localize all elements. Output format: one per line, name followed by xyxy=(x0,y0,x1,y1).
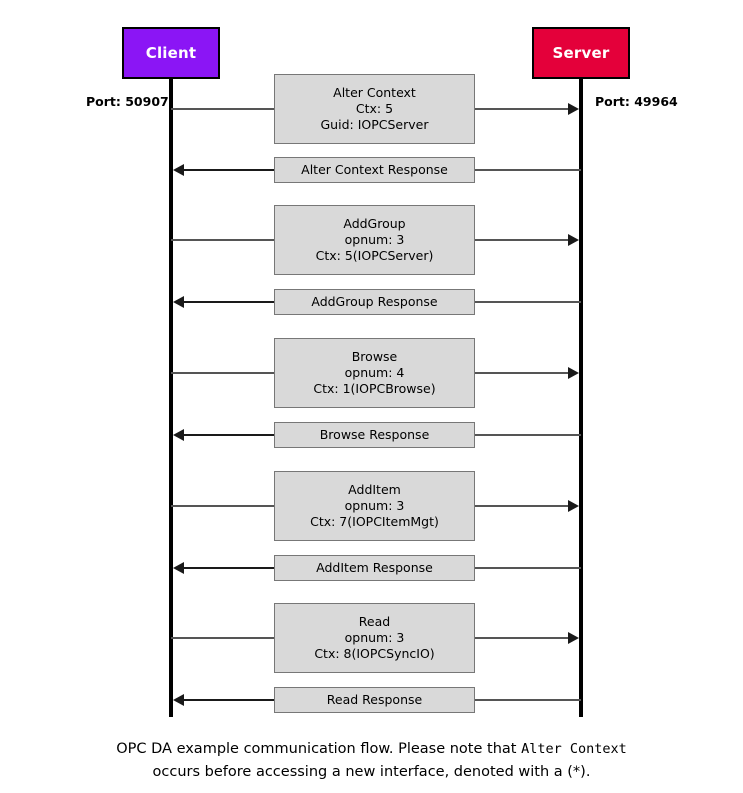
message-text-alter-context-response-0: Alter Context Response xyxy=(301,162,448,177)
message-text-read-response-0: Read Response xyxy=(326,692,423,707)
message-wire-left-read xyxy=(171,637,274,639)
message-wire-right-addgroup-response xyxy=(475,301,581,303)
message-text-additem-2: Ctx: 7(IOPCItemMgt) xyxy=(310,514,439,529)
message-wire-left-alter-context-response xyxy=(182,169,274,171)
message-text-browse-1: opnum: 4 xyxy=(344,365,405,380)
message-wire-right-browse-response xyxy=(475,434,581,436)
port-label-client: Port: 50907 xyxy=(86,94,169,109)
message-text-alter-context-0: Alter Context xyxy=(333,85,416,100)
message-wire-right-additem-response xyxy=(475,567,581,569)
caption-mono-term: Alter Context xyxy=(521,741,627,757)
message-text-addgroup-0: AddGroup xyxy=(343,216,406,231)
message-text-read-1: opnum: 3 xyxy=(344,630,405,645)
message-wire-left-browse-response xyxy=(182,434,274,436)
message-box-alter-context-response: Alter Context Response xyxy=(274,157,475,183)
message-text-addgroup-response-0: AddGroup Response xyxy=(311,294,438,309)
arrowhead-right-read xyxy=(568,632,579,644)
message-text-addgroup-1: opnum: 3 xyxy=(344,232,405,247)
arrowhead-right-additem xyxy=(568,500,579,512)
message-wire-right-alter-context xyxy=(475,108,570,110)
caption-line-1: OPC DA example communication flow. Pleas… xyxy=(0,738,743,761)
message-text-alter-context-2: Guid: IOPCServer xyxy=(320,117,429,132)
message-text-additem-response-0: AddItem Response xyxy=(316,560,433,575)
message-text-browse-response-0: Browse Response xyxy=(319,427,430,442)
port-label-server: Port: 49964 xyxy=(595,94,678,109)
message-text-addgroup-2: Ctx: 5(IOPCServer) xyxy=(315,248,434,263)
message-text-read-2: Ctx: 8(IOPCSyncIO) xyxy=(314,646,435,661)
message-wire-left-additem-response xyxy=(182,567,274,569)
message-wire-right-read xyxy=(475,637,570,639)
arrowhead-right-browse xyxy=(568,367,579,379)
actor-server-label: Server xyxy=(552,44,610,62)
message-wire-right-alter-context-response xyxy=(475,169,581,171)
message-text-alter-context-1: Ctx: 5 xyxy=(355,101,394,116)
lifeline-server xyxy=(579,79,583,717)
arrowhead-left-read-response xyxy=(173,694,184,706)
actor-client-label: Client xyxy=(145,44,197,62)
message-wire-left-browse xyxy=(171,372,274,374)
arrowhead-left-browse-response xyxy=(173,429,184,441)
lifeline-client xyxy=(169,79,173,717)
message-box-browse-response: Browse Response xyxy=(274,422,475,448)
message-wire-left-addgroup xyxy=(171,239,274,241)
arrowhead-left-addgroup-response xyxy=(173,296,184,308)
message-text-read-0: Read xyxy=(358,614,391,629)
arrowhead-right-addgroup xyxy=(568,234,579,246)
message-wire-right-browse xyxy=(475,372,570,374)
message-wire-left-addgroup-response xyxy=(182,301,274,303)
message-text-browse-0: Browse xyxy=(351,349,398,364)
message-wire-right-read-response xyxy=(475,699,581,701)
arrowhead-left-additem-response xyxy=(173,562,184,574)
message-text-additem-0: AddItem xyxy=(348,482,401,497)
message-wire-left-read-response xyxy=(182,699,274,701)
message-text-browse-2: Ctx: 1(IOPCBrowse) xyxy=(313,381,436,396)
arrowhead-right-alter-context xyxy=(568,103,579,115)
message-wire-left-additem xyxy=(171,505,274,507)
actor-server-box: Server xyxy=(532,27,630,79)
message-box-additem-response: AddItem Response xyxy=(274,555,475,581)
diagram-caption: OPC DA example communication flow. Pleas… xyxy=(0,738,743,784)
message-wire-right-additem xyxy=(475,505,570,507)
message-text-additem-1: opnum: 3 xyxy=(344,498,405,513)
message-wire-left-alter-context xyxy=(171,108,274,110)
message-box-addgroup-response: AddGroup Response xyxy=(274,289,475,315)
message-box-read-response: Read Response xyxy=(274,687,475,713)
arrowhead-left-alter-context-response xyxy=(173,164,184,176)
caption-line-2: occurs before accessing a new interface,… xyxy=(152,764,591,780)
caption-text-pre: OPC DA example communication flow. Pleas… xyxy=(116,741,522,757)
message-wire-right-addgroup xyxy=(475,239,570,241)
actor-client-box: Client xyxy=(122,27,220,79)
